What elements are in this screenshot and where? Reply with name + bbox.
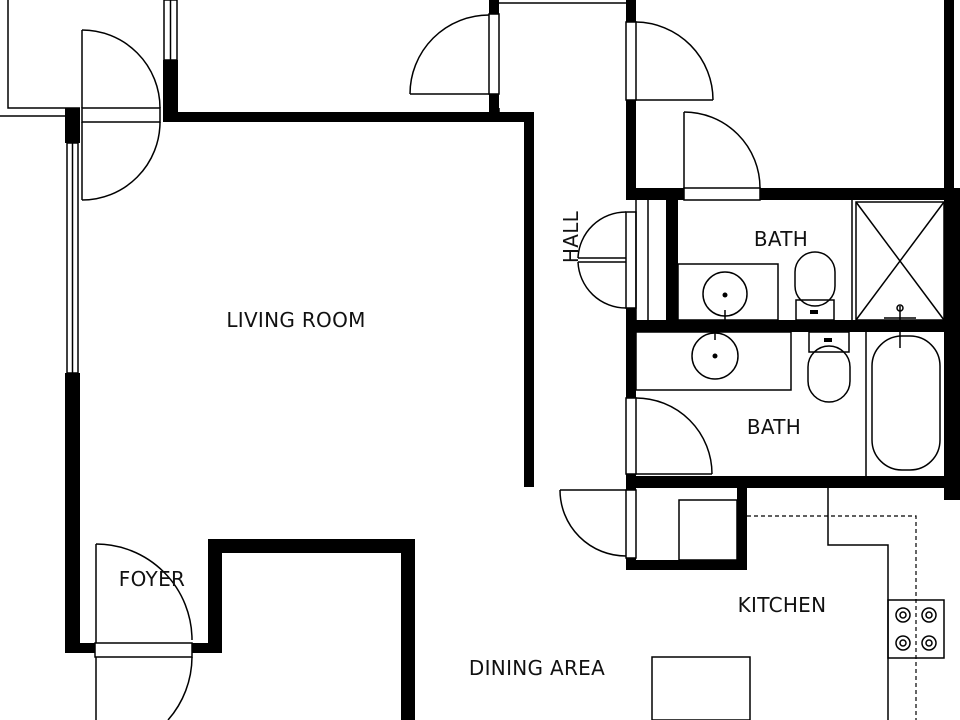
wall-foyer-bottom-right xyxy=(192,643,222,653)
wall-hall-right-mid xyxy=(626,100,636,200)
door-swing-hall-double-a xyxy=(577,211,627,259)
doors xyxy=(81,13,761,720)
windows xyxy=(0,0,626,374)
label-hall: HALL xyxy=(559,210,583,263)
wall-upper-left-room xyxy=(163,60,178,122)
bathtub-icon xyxy=(871,335,941,471)
vanity-lower xyxy=(635,331,792,391)
toilet-tank-lower xyxy=(808,331,850,353)
wall-right-bedroom xyxy=(944,0,954,200)
wall-closet-bottom xyxy=(626,560,747,570)
toilet-upper-icon xyxy=(794,251,836,307)
label-bath-upper: BATH xyxy=(754,227,808,251)
wall-left-lower xyxy=(65,373,80,653)
label-kitchen: KITCHEN xyxy=(738,593,827,617)
door-swing-hall-double-b xyxy=(577,261,627,309)
wall-living-top xyxy=(163,112,534,122)
wall-foyer-bottom xyxy=(65,643,95,653)
wall-bath-inner-left xyxy=(666,188,678,332)
wall-foyer-right xyxy=(208,539,222,653)
wall-bath-separator xyxy=(626,320,960,332)
door-swing-bath-lower xyxy=(635,397,713,475)
wall-left-stub xyxy=(65,108,80,143)
door-swing-foyer xyxy=(95,543,193,641)
label-dining-area: DINING AREA xyxy=(469,656,605,680)
door-swing-closet-lower xyxy=(559,489,627,557)
wall-living-right xyxy=(524,112,534,487)
room-labels: LIVING ROOM HALL BATH BATH FOYER KITCHEN… xyxy=(119,210,827,680)
kitchen-fixtures xyxy=(651,488,945,720)
wall-closet-left-low xyxy=(626,555,636,570)
kitchen-island xyxy=(651,656,751,720)
door-swing-closet-top xyxy=(683,111,761,189)
label-foyer: FOYER xyxy=(119,567,185,591)
closet-shelf xyxy=(678,499,738,561)
wall-hall-right-low xyxy=(626,474,636,492)
door-swing-bedroom xyxy=(635,21,714,101)
lower-bath-fixtures xyxy=(635,304,941,476)
label-bath-lower: BATH xyxy=(747,415,801,439)
counter-outline xyxy=(827,488,889,720)
upper-cabinets xyxy=(747,515,917,720)
wall-closet-right xyxy=(737,488,747,570)
upper-bath-fixtures xyxy=(677,200,945,321)
door-swing-hall-left xyxy=(409,14,490,95)
wall-hall-right-bath xyxy=(626,300,636,400)
wall-bath-bottom xyxy=(626,476,960,488)
stove-icon xyxy=(887,599,945,659)
wall-kitchen-right xyxy=(944,200,960,500)
wall-hall-right-top xyxy=(626,0,636,22)
door-swing-living xyxy=(81,121,161,201)
wall-dining-top xyxy=(208,539,415,553)
upper-left-room-outline xyxy=(7,0,80,109)
toilet-lower-icon xyxy=(807,345,851,403)
label-living-room: LIVING ROOM xyxy=(226,308,365,332)
vanity-upper xyxy=(677,263,779,321)
toilet-tank-upper xyxy=(795,299,835,321)
wall-dining-right xyxy=(401,539,415,720)
door-swing-topleft xyxy=(81,29,161,109)
